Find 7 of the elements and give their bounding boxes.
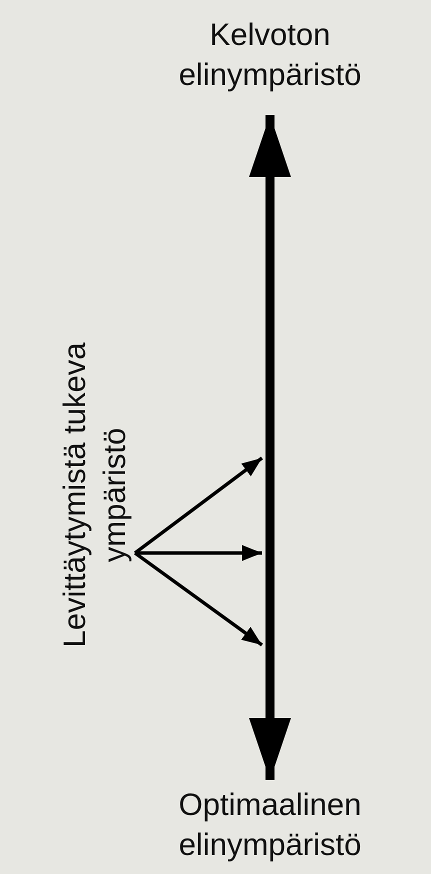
arrow: [134, 456, 264, 554]
vertical-label: Levittäytymistä tukeva ympäristö: [56, 342, 133, 650]
axis-end-label: Kelvoton elinympäristö: [178, 16, 362, 94]
double-arrow: [249, 115, 291, 780]
arrow: [134, 552, 264, 646]
arrow: [135, 545, 262, 561]
axis-end-label: Optimaalinen elinympäristö: [178, 786, 362, 864]
